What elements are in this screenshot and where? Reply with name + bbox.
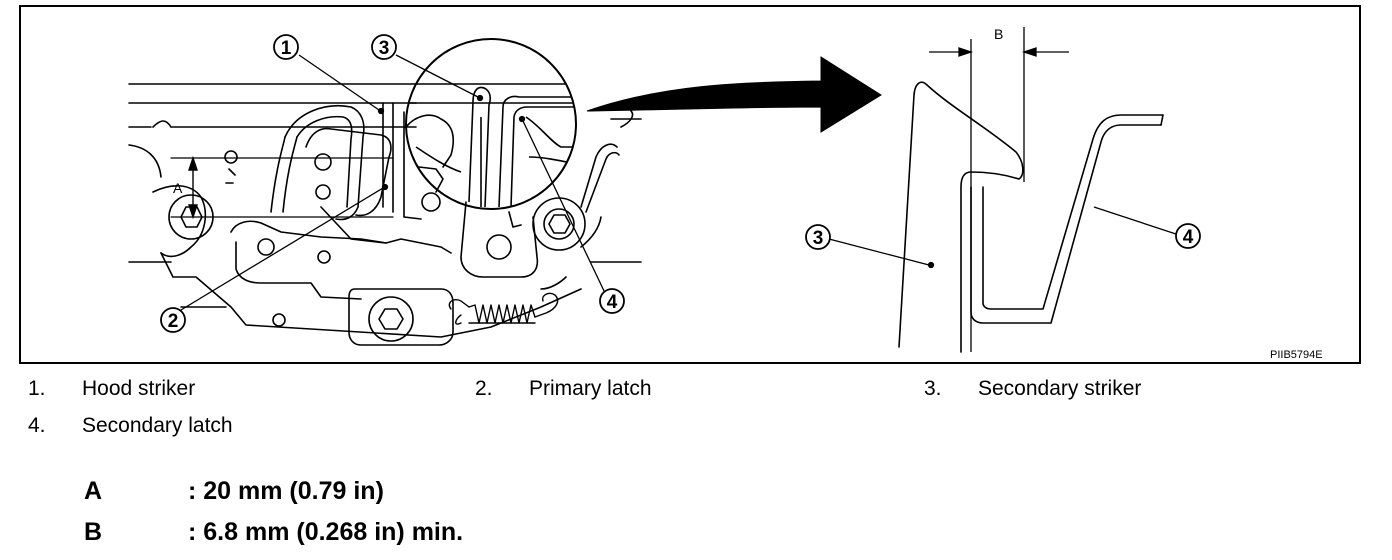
leader-lines-left [175, 54, 606, 314]
legend-number: 2. [475, 377, 493, 400]
spec-row-a: A : 20 mm (0.79 in) [84, 476, 684, 508]
magnify-arrow [586, 56, 882, 133]
spec-letter: B [84, 518, 103, 546]
figure-id-code: PIIB5794E [1270, 349, 1323, 361]
latch-assembly-drawing [128, 83, 642, 346]
svg-text:4: 4 [607, 292, 618, 313]
figure-frame: A 1 3 2 4 [19, 5, 1361, 364]
legend-item-secondary-striker: 3. Secondary striker [924, 377, 1344, 403]
spring [448, 292, 559, 325]
svg-text:3: 3 [379, 38, 390, 59]
callout-3-secondary-striker-right: 3 [805, 224, 831, 250]
svg-text:1: 1 [281, 38, 292, 59]
dimension-a-label: A [173, 180, 183, 196]
svg-text:3: 3 [813, 228, 824, 249]
callout-4-secondary-latch-right: 4 [1175, 223, 1201, 249]
magnifier-circle [405, 38, 577, 210]
legend-label: Secondary latch [82, 414, 233, 437]
legend-item-secondary-latch: 4. Secondary latch [28, 414, 448, 440]
callout-2-primary-latch: 2 [160, 307, 186, 333]
legend-label: Primary latch [529, 377, 652, 400]
legend-label: Hood striker [82, 377, 196, 400]
lower-bolt-head [378, 308, 404, 330]
dimension-a-arrow [188, 155, 198, 220]
lens-detail [406, 83, 576, 208]
legend-number: 1. [28, 377, 46, 400]
spec-value: : 20 mm (0.79 in) [188, 477, 384, 505]
spec-letter: A [84, 477, 103, 505]
legend-item-hood-striker: 1. Hood striker [28, 377, 448, 403]
callout-1-hood-striker-left: 1 [273, 34, 299, 60]
svg-text:4: 4 [1183, 227, 1194, 248]
dimension-b-label: B [994, 26, 1003, 42]
legend-number: 3. [924, 377, 942, 400]
spec-row-b: B : 6.8 mm (0.268 in) min. [84, 517, 684, 549]
legend-label: Secondary striker [978, 377, 1142, 400]
spec-value: : 6.8 mm (0.268 in) min. [188, 518, 464, 546]
right-bolt-ring [532, 197, 586, 251]
svg-text:2: 2 [168, 311, 179, 332]
dimension-b-arrow [929, 27, 1069, 352]
detail-view-drawing [898, 81, 1164, 353]
leader-lines-right [828, 206, 1180, 269]
legend-number: 4. [28, 414, 46, 437]
legend-item-primary-latch: 2. Primary latch [475, 377, 895, 403]
right-bolt-head [548, 214, 571, 234]
latch-diagram: A 1 3 2 4 [128, 26, 1323, 361]
callout-3-secondary-striker-left: 3 [371, 34, 397, 60]
callout-4-secondary-latch-left: 4 [599, 288, 625, 314]
